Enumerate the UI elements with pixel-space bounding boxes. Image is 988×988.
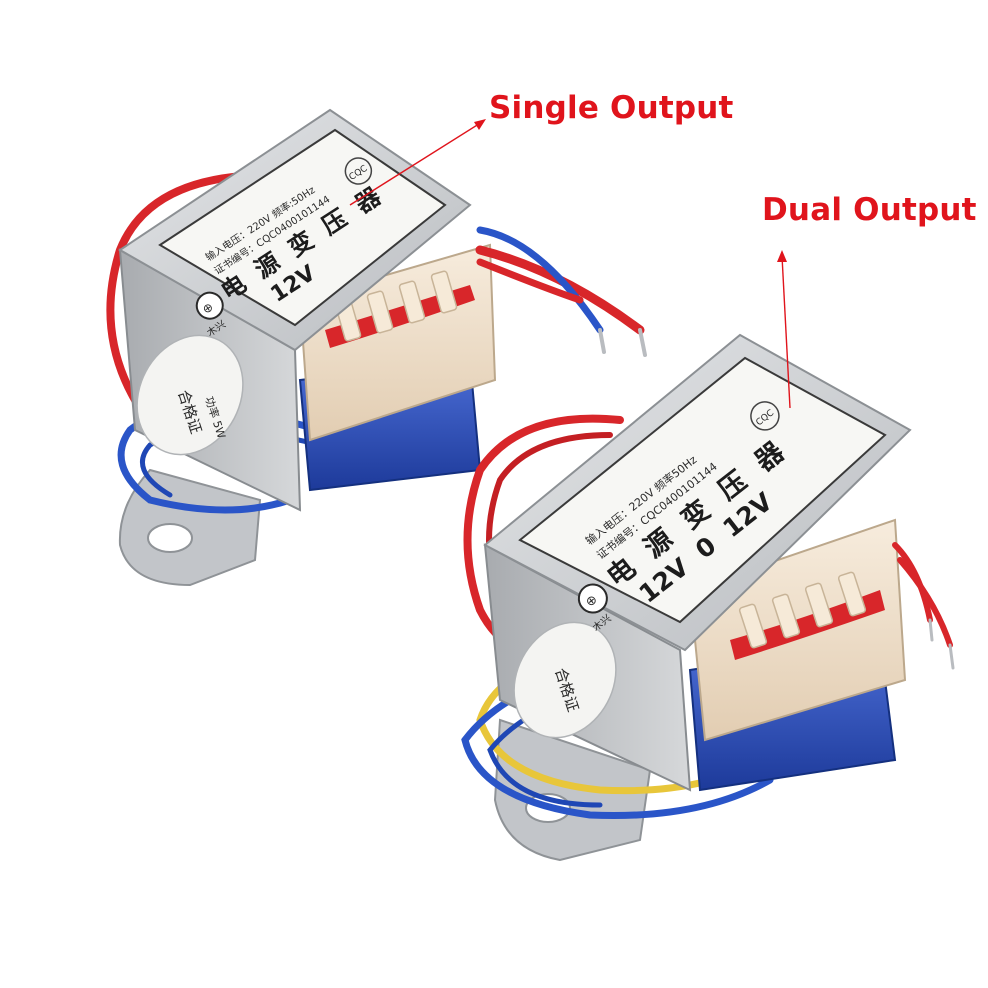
mounting-bracket-dual (493, 718, 652, 862)
pointer-arrow-dual (777, 250, 787, 262)
brand-logo-single (195, 291, 224, 320)
cqc-mark-single-ring (344, 157, 373, 185)
blue-wire-single-right (476, 226, 604, 334)
red-wire-dual-left (463, 414, 624, 654)
certificate-sticker-single: 合格证 功率 5W (136, 334, 244, 456)
callout-dual-output: Dual Output (762, 192, 977, 228)
callout-pointers (349, 119, 791, 409)
pointer-line-dual (781, 255, 791, 409)
red-winding-dual (730, 590, 885, 660)
mounting-hole-single (147, 523, 193, 553)
label-single (158, 128, 447, 327)
callout-single-output: Single Output (489, 90, 734, 126)
certificate-sticker-dual: 合格证 (513, 621, 617, 739)
transformer-dual: 合格证 ⊕ 木兴 (461, 333, 955, 862)
brand-logo-dual (577, 583, 608, 614)
label-dual (518, 356, 887, 624)
mounting-bracket-single (118, 468, 262, 587)
pointer-arrow-single (474, 119, 486, 130)
cqc-mark-dual-ring (750, 401, 780, 431)
pointer-line-single (349, 121, 483, 206)
